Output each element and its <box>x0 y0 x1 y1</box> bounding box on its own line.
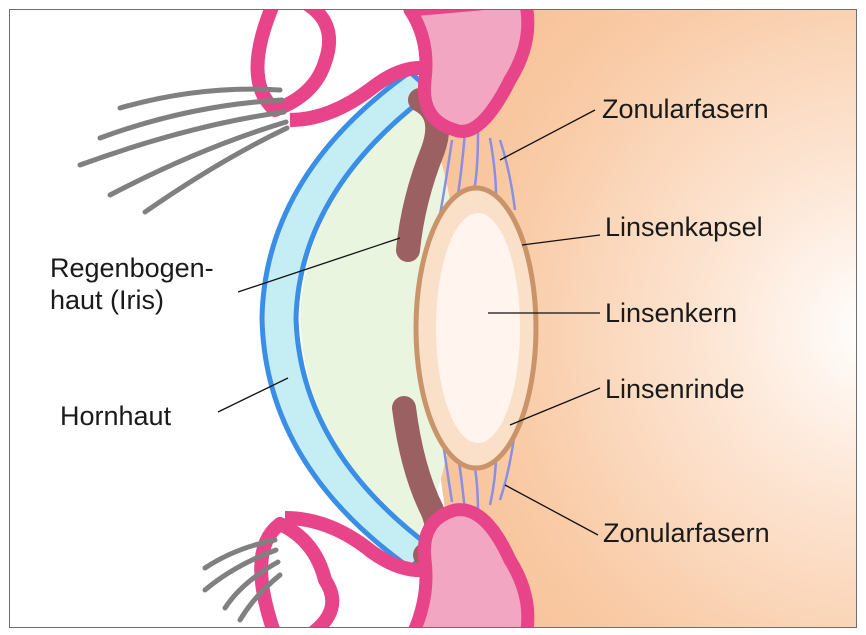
label-linsenkapsel: Linsenkapsel <box>605 212 763 242</box>
label-iris-line2: haut (Iris) <box>50 285 164 315</box>
label-iris-line1: Regenbogen- <box>50 253 214 283</box>
label-zonularfasern-bottom: Zonularfasern <box>603 518 770 548</box>
lens-nucleus <box>436 213 520 443</box>
label-linsenkern: Linsenkern <box>605 298 737 328</box>
upper-eyelid <box>258 0 330 110</box>
label-hornhaut: Hornhaut <box>60 401 172 431</box>
label-zonularfasern-top: Zonularfasern <box>602 94 769 124</box>
label-linsenrinde: Linsenrinde <box>605 374 745 404</box>
upper-eyelashes <box>80 89 287 212</box>
